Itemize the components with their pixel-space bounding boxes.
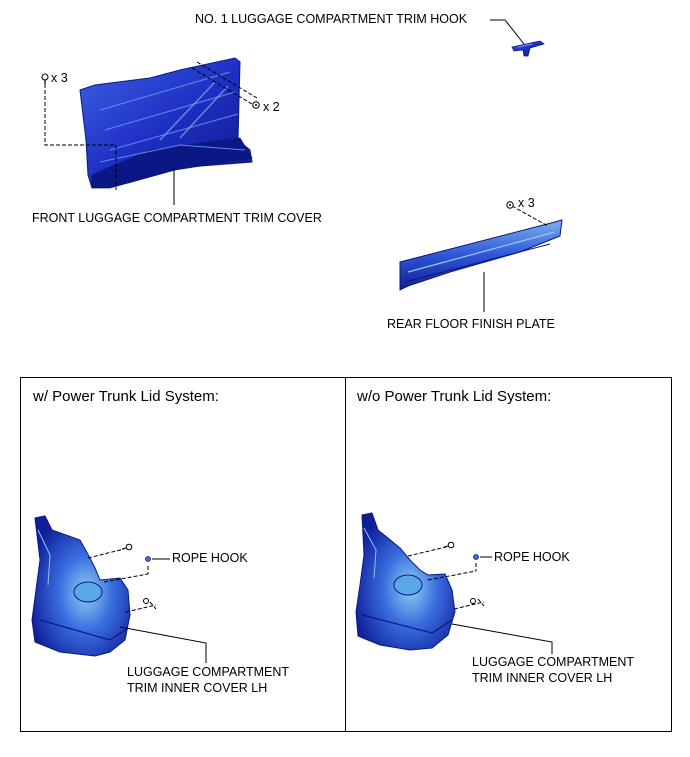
front-trim-cover-part (79, 57, 253, 189)
inner-cover-label-line2: TRIM INNER COVER LH (127, 681, 268, 695)
inner-cover-part-right (355, 512, 456, 651)
front-cover-label: FRONT LUGGAGE COMPARTMENT TRIM COVER (32, 211, 322, 225)
rear-plate-label: REAR FLOOR FINISH PLATE (387, 317, 555, 331)
clip-count-mid: x 2 (263, 100, 280, 114)
trim-hook-part (511, 40, 545, 57)
screw-icon (121, 543, 133, 551)
inner-cover-leader-left (119, 626, 207, 663)
clip-icon (143, 598, 149, 604)
rope-hook-label: ROPE HOOK (172, 551, 248, 565)
rear-floor-plate-part (399, 219, 563, 291)
rope-hook-icon (473, 554, 479, 560)
trim-hook-leader (490, 19, 525, 45)
panel-title-no-power: w/o Power Trunk Lid System: (357, 388, 552, 405)
inner-cover-label-line2: TRIM INNER COVER LH (472, 671, 613, 685)
screw-icon (443, 541, 455, 549)
inner-cover-clip-leaders-left (87, 548, 157, 613)
rope-hook-icon (145, 556, 151, 562)
inner-cover-label-line1: LUGGAGE COMPARTMENT (472, 655, 635, 669)
inner-cover-part-left (31, 515, 131, 657)
clip-count-left: x 3 (51, 71, 68, 85)
rope-hook-label: ROPE HOOK (494, 550, 570, 564)
inner-cover-leader-right (451, 623, 553, 654)
inner-cover-label-line1: LUGGAGE COMPARTMENT (127, 665, 290, 679)
clip-icon (252, 101, 260, 109)
inner-cover-clip-leaders-right (407, 546, 485, 610)
clip-count-plate: x 3 (518, 196, 535, 210)
left-clip-leader (44, 84, 117, 190)
panel-title-power: w/ Power Trunk Lid System: (33, 388, 219, 405)
clip-icon (470, 598, 476, 604)
trim-hook-label: NO. 1 LUGGAGE COMPARTMENT TRIM HOOK (195, 12, 468, 26)
screw-icon (41, 73, 49, 84)
clip-icon (506, 201, 514, 209)
plate-clip-leader (511, 205, 549, 227)
